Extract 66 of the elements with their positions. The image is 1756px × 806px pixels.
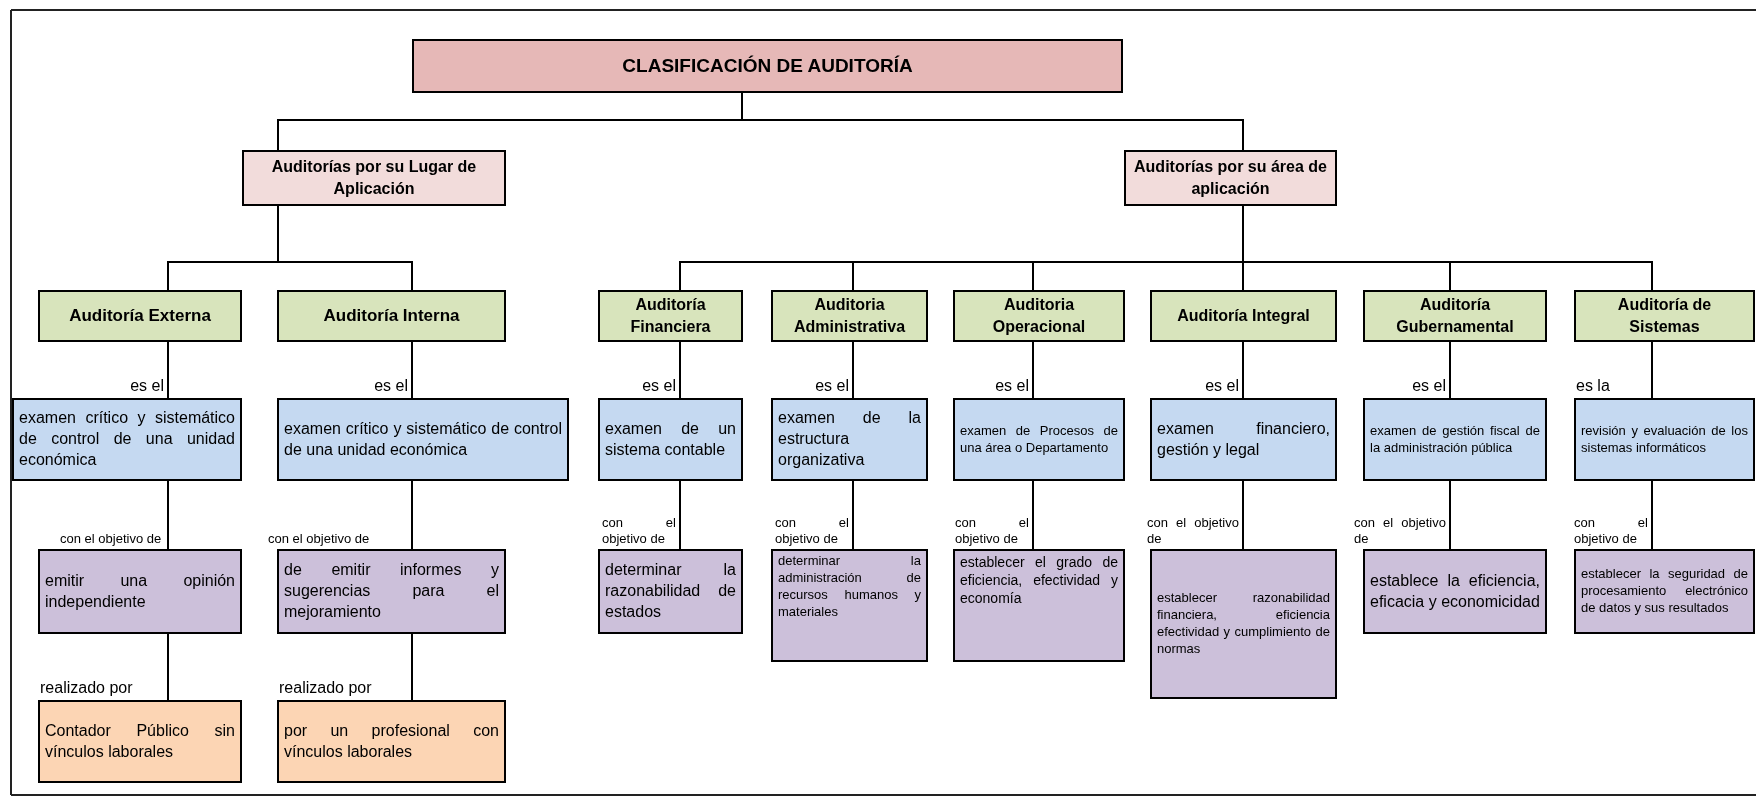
description-box: examen de gestión fiscal de la administración pública	[1363, 398, 1547, 481]
edge-label: es el	[1204, 376, 1239, 396]
connector-line	[1449, 480, 1451, 550]
edge-label: con el objetivo de	[1147, 514, 1239, 547]
edge-label: con el objetivo de	[602, 514, 676, 547]
connector-line	[852, 341, 854, 399]
edge-label: con el objetivo de	[955, 514, 1029, 547]
edge-label: es el	[994, 376, 1029, 396]
connector-line	[411, 633, 413, 701]
category-box: Auditoría Interna	[277, 290, 506, 342]
connector-line	[1242, 480, 1244, 550]
edge-label: con el objetivo de	[1574, 514, 1648, 547]
edge-label: es el	[1411, 376, 1446, 396]
description-box: emitir una opinión independiente	[38, 549, 242, 634]
connector-line	[1032, 341, 1034, 399]
category-box: Auditoria Operacional	[953, 290, 1125, 342]
category-box: Auditoria Administrativa	[771, 290, 928, 342]
edge-label: con el objetivo de	[775, 514, 849, 547]
edge-label: con el objetivo de	[60, 530, 163, 547]
description-box: examen de la estructura organizativa	[771, 398, 928, 481]
description-box: establece la eficiencia, eficacia y economicidad	[1363, 549, 1547, 634]
description-box: revisión y evaluación de los sistemas informáticos	[1574, 398, 1755, 481]
category-box: Auditoría Integral	[1150, 290, 1337, 342]
description-box: establecer el grado de eficiencia, efectividad y economía	[953, 549, 1125, 662]
category-box: Auditoría Gubernamental	[1363, 290, 1547, 342]
description-box: determinar la administración de recursos humanos y materiales	[771, 549, 928, 662]
connector-line	[1242, 341, 1244, 399]
connector-line	[167, 480, 169, 550]
connector-line	[277, 205, 413, 291]
description-box: por un profesional con vínculos laborales	[277, 700, 506, 783]
connector-line	[411, 480, 413, 550]
connector-line	[1651, 341, 1653, 399]
description-box: establecer razonabilidad financiera, eficiencia efectividad y cumplimiento de normas	[1150, 549, 1337, 699]
connector-line	[1449, 341, 1451, 399]
connector-line	[852, 480, 854, 550]
description-box: Contador Público sin vínculos laborales	[38, 700, 242, 783]
description-box: examen financiero, gestión y legal	[1150, 398, 1337, 481]
category-box: Auditoría de Sistemas	[1574, 290, 1755, 342]
connector-line	[167, 341, 169, 399]
description-box: determinar la razonabilidad de estados	[598, 549, 743, 634]
edge-label: con el objetivo de	[268, 530, 371, 547]
connector-line	[1651, 480, 1653, 550]
edge-label: es el	[129, 376, 164, 396]
category-box: CLASIFICACIÓN DE AUDITORÍA	[412, 39, 1123, 93]
connector-line	[1032, 480, 1034, 550]
connector-line	[167, 633, 169, 701]
edge-label: es el	[373, 376, 408, 396]
category-box: Auditoría Externa	[38, 290, 242, 342]
category-box: Auditorías por su Lugar de Aplicación	[242, 150, 506, 206]
edge-label: es la	[1576, 376, 1611, 396]
connector-line	[679, 480, 681, 550]
description-box: de emitir informes y sugerencias para el mejoramiento	[277, 549, 506, 634]
description-box: establecer la seguridad de procesamiento electrónico de datos y sus resultados	[1574, 549, 1755, 634]
description-box: examen crítico y sistemático de control de una unidad económica	[12, 398, 242, 481]
edge-label: es el	[814, 376, 849, 396]
category-box: Auditorías por su área de aplicación	[1124, 150, 1337, 206]
edge-label: es el	[641, 376, 676, 396]
connector-line	[411, 341, 413, 399]
description-box: examen de Procesos de una área o Departamento	[953, 398, 1125, 481]
edge-label: realizado por	[40, 678, 134, 698]
description-box: examen de un sistema contable	[598, 398, 743, 481]
edge-label: con el objetivo de	[1354, 514, 1446, 547]
description-box: examen crítico y sistemático de control de una unidad económica	[277, 398, 569, 481]
category-box: Auditoría Financiera	[598, 290, 743, 342]
edge-label: realizado por	[279, 678, 373, 698]
connector-line	[679, 341, 681, 399]
